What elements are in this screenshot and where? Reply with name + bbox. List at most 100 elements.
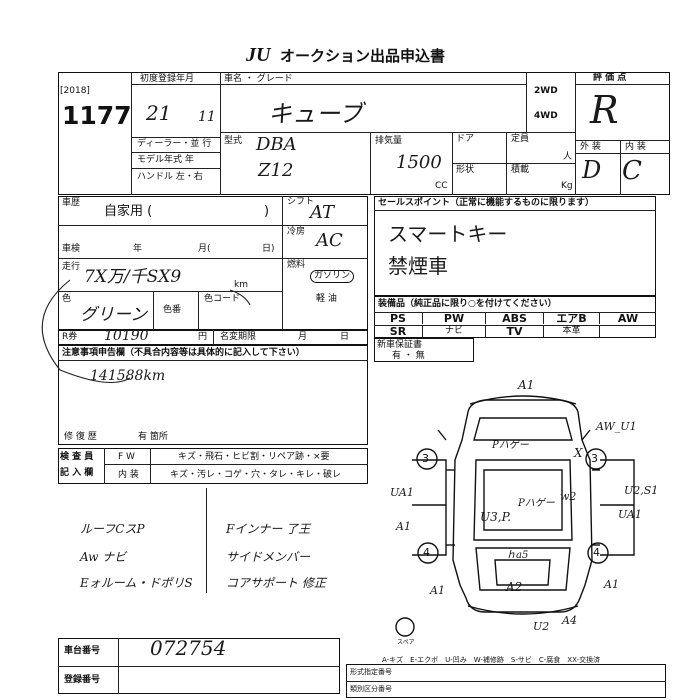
light-oil-label: 軽 油 (316, 294, 337, 304)
reg-label: 登録番号 (64, 675, 101, 685)
equip-airbag: エアB (544, 313, 600, 324)
type-label: 型式 (224, 136, 243, 146)
hw-note-right-2: サイドメンバー (226, 550, 311, 564)
ju-logo: JU (246, 44, 271, 66)
damage-legend: A-キズ E-エクボ U-凹み W-補修跡 S-サビ C-腐食 XX-交換済 (382, 656, 601, 664)
equip-tv: TV (486, 326, 544, 337)
transfer-day: 日 (340, 332, 350, 342)
use-close-paren: ) (264, 204, 270, 219)
fuel-value: ガソリン (310, 270, 355, 283)
equip-abs: ABS (486, 313, 544, 324)
wheel-mark-rr: 4 (593, 546, 600, 559)
chassis-label: 車台番号 (64, 646, 101, 656)
manual-frame (374, 338, 474, 362)
sales-line-2: 禁煙車 (388, 254, 448, 278)
equip-navi: ナビ (423, 326, 486, 337)
rating-value: R (590, 88, 619, 132)
notes-value: 141588km (90, 368, 166, 384)
load-unit: Kg (561, 181, 573, 191)
dmg-aw-u1: AW_U1 (596, 420, 637, 433)
recycle-label: R券 (62, 332, 78, 342)
sales-frame (374, 196, 656, 296)
color-code-label: 色コード (204, 294, 241, 304)
year-code: [2018] (60, 86, 90, 96)
use-value: 自家用 ( (104, 204, 153, 219)
repair-label: 修 復 歴 (64, 432, 97, 442)
dmg-u3p: U3,P. (480, 510, 512, 524)
first-reg-month: 11 (198, 109, 216, 125)
mileage-unit: km (234, 280, 248, 290)
recycle-value: 10190 (104, 328, 149, 344)
fw-label: F W (118, 452, 135, 462)
capacity-unit: 人 (563, 152, 573, 162)
interior-label: 内 装 (625, 142, 646, 152)
name-grade-label: 車名 ・ グレード (224, 74, 293, 84)
inspector-label-2: 記 入 欄 (60, 468, 94, 478)
wheel-mark-fr: 3 (591, 452, 598, 465)
drive-4wd: 4WD (534, 111, 558, 121)
dealer-label: ディーラー・並 行 (137, 139, 212, 149)
notes-label: 注意事項申告欄（不具合内容等は具体的に記入して下さい） (62, 348, 305, 358)
ac-label: 冷房 (287, 227, 306, 237)
sales-label: セールスポイント（正常に機能するものに限ります） (378, 198, 595, 208)
top-frame (58, 72, 670, 195)
equip-aw: AW (617, 312, 639, 325)
dmg-u2: U2 (533, 620, 550, 633)
manual-value: 有 ・ 無 (392, 351, 425, 361)
type-value-1: DBA (256, 134, 297, 155)
equipment-label: 装備品（純正品に限り○を付けてください） (378, 299, 557, 309)
fw-options: キズ・飛石・ヒビ割・リペア跡・×要 (178, 452, 330, 462)
sales-line-1: スマートキー (388, 222, 508, 246)
dmg-x-mark: X (574, 446, 583, 460)
legend-sub-2: 類別区分番号 (350, 685, 392, 693)
equipment-frame (374, 296, 656, 338)
legend-sub-1: 形式指定番号 (350, 668, 392, 676)
dmg-u2-s1: U2,S1 (624, 484, 659, 497)
inspector-label-1: 検 査 員 (60, 452, 94, 462)
dmg-ua1-left: UA1 (390, 486, 414, 499)
exterior-value: D (582, 156, 602, 184)
equip-ps: PS (374, 313, 423, 324)
hw-note-left-2: Aw ナビ (80, 550, 127, 564)
form-title: オークション出品申込書 (280, 47, 446, 65)
inspector-interior-options: キズ・汚レ・コゲ・穴・タレ・キレ・破レ (170, 470, 342, 480)
type-value-2: Z12 (258, 160, 294, 181)
color-no-label: 色番 (163, 305, 182, 315)
displacement-unit: CC (435, 181, 448, 191)
equip-sr: SR (374, 326, 423, 337)
first-reg-year: 21 (146, 101, 172, 125)
dmg-ha5: ｈa5 (506, 550, 529, 561)
fuel-label: 燃料 (287, 260, 306, 270)
use-label: 車歴 (62, 198, 81, 208)
equip-pw: PW (423, 313, 486, 324)
wheel-mark-rl: 4 (423, 546, 430, 559)
dmg-w2: w2 (560, 490, 577, 503)
dmg-a4: A4 (562, 614, 577, 627)
hw-note-right-1: Fインナー 了王 (226, 522, 311, 536)
dmg-a2: A2 (506, 580, 523, 594)
mileage-label: 走行 (62, 262, 81, 272)
displacement-label: 排気量 (375, 136, 403, 146)
inspector-interior-label: 内 装 (118, 470, 139, 480)
year-label: 年 (133, 244, 143, 254)
color-label: 色 (62, 294, 72, 304)
transfer-month: 月 (298, 332, 308, 342)
capacity-label: 定員 (511, 134, 530, 144)
equip-leather: 本革 (544, 326, 600, 337)
lot-number: 1177 (62, 101, 132, 130)
color-value: グリーン (80, 305, 148, 325)
transfer-label: 名変期限 (220, 332, 257, 342)
dmg-a1-top: A1 (518, 378, 535, 392)
car-name-value: キューブ (268, 100, 363, 128)
chassis-value: 072754 (150, 636, 227, 660)
drive-2wd: 2WD (534, 86, 558, 96)
shift-value: AT (310, 202, 335, 223)
month-label: 月( (198, 244, 211, 254)
wheel-mark-fl: 3 (422, 452, 429, 465)
load-label: 積載 (511, 165, 530, 175)
mileage-value: 7X万/千SX9 (84, 267, 182, 287)
shape-label: 形状 (456, 165, 475, 175)
hw-note-left-3: Eォルーム・ドポリS (80, 576, 193, 590)
